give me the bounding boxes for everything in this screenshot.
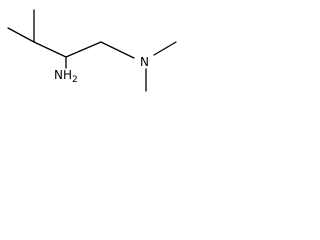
amine-subscript: 2 xyxy=(72,75,78,85)
bond-methyl-left xyxy=(7,27,35,43)
bond-ch2-to-n xyxy=(100,41,135,59)
bond-n-methyl-upper xyxy=(153,41,177,56)
amine-nh-label: NH xyxy=(54,68,72,82)
bond-backbone xyxy=(65,41,102,58)
bond-isopropyl-ch xyxy=(33,41,67,58)
nitrogen-atom-label: N xyxy=(140,55,149,69)
skeletal-formula: N NH2 xyxy=(7,9,177,92)
amine-group-label: NH2 xyxy=(54,68,78,85)
